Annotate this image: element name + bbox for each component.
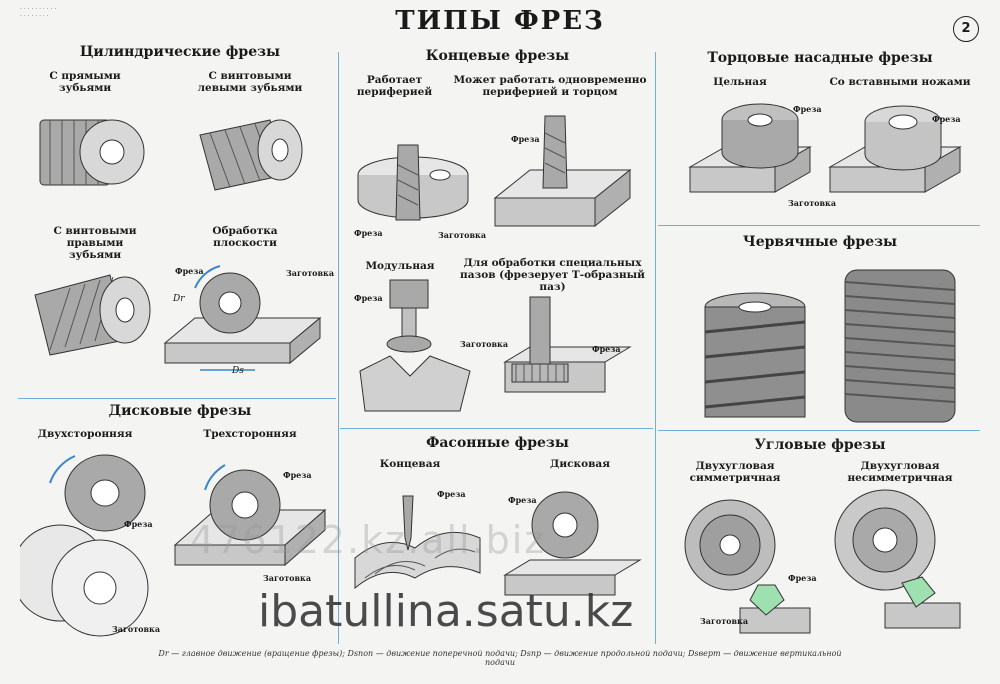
label-triple-sided: Трехсторонняя [203,428,297,440]
triple-sided-disc-illustration [173,464,327,567]
callout-cutter-tslot: Фреза [592,344,621,354]
section-title-worm: Червячные фрезы [742,234,898,250]
callout-cutter-inserted: Фреза [932,114,961,124]
row-divider-right-top [658,225,980,226]
footer-legend: Dr — главное движение (вращение фрезы); … [158,649,842,667]
label-right-helical: С винтовыми правыми зубьями [53,225,137,261]
shaped-end-mill-illustration [354,495,481,590]
watermark-faded: 476122.kz.all.biz [190,518,547,562]
plane-machining-illustration [163,265,322,371]
row-divider-right-bottom [658,430,980,431]
page-number: 2 [953,16,979,42]
section-title-end: Концевые фрезы [425,48,570,64]
worm-hobs-illustration [704,269,956,423]
right-helical-cutter-illustration [34,274,151,356]
header-imprint: · · · · · · · · · ·· · · · · · · · [20,6,57,20]
callout-dr: Dr [173,294,185,304]
callout-cutter-modular: Фреза [354,293,383,303]
section-title-angle: Угловые фрезы [754,437,886,453]
page-title: ТИПЫ ФРЕЗ [395,6,605,36]
column-divider-right [655,52,656,644]
label-modular: Модульная [365,260,435,272]
callout-cutter-triple: Фреза [283,470,312,480]
inserted-blade-face-mill-illustration [828,105,962,193]
callout-cutter-face: Фреза [793,104,822,114]
callout-cutter-shaped: Фреза [437,489,466,499]
section-title-shaped: Фасонные фрезы [426,435,569,451]
callout-cutter-angle: Фреза [788,573,817,583]
callout-ds: Ds [232,366,244,376]
callout-workpiece-face: Заготовка [788,198,837,208]
end-mill-face-illustration [493,115,632,228]
callout-cutter: Фреза [175,266,204,276]
row-divider-middle [340,428,653,429]
label-inserted-blades: Со вставными ножами [829,76,971,88]
straight-tooth-cutter-illustration [39,119,145,186]
callout-cutter-end: Фреза [354,228,383,238]
callout-workpiece-angle: Заготовка [700,616,749,626]
asymmetric-angle-cutter-illustration [834,489,961,629]
row-divider-left [18,398,336,399]
label-double-sided: Двухсторонняя [37,428,133,440]
callout-cutter-end2: Фреза [511,134,540,144]
solid-face-mill-illustration [688,103,812,193]
column-divider-left [338,52,339,644]
callout-workpiece-modular: Заготовка [460,339,509,349]
label-t-slot: Для обработки специальных пазов (фрезеру… [460,257,645,293]
label-periphery: Работает периферией [356,74,433,98]
callout-workpiece-disc: Заготовка [112,624,161,634]
section-title-cylindrical: Цилиндрические фрезы [79,44,281,60]
end-mill-periphery-illustration [357,144,469,221]
callout-workpiece-end: Заготовка [438,230,487,240]
double-sided-disc-illustration [20,454,149,637]
callout-workpiece: Заготовка [286,268,335,278]
label-solid: Цельная [713,76,767,88]
section-title-face: Торцовые насадные фрезы [707,50,933,66]
label-shaped-end: Концевая [379,458,441,470]
left-helical-cutter-illustration [199,119,303,191]
callout-workpiece-triple: Заготовка [263,573,312,583]
watermark-main: ibatullina.satu.kz [258,586,634,637]
shaped-disc-cutter-illustration [503,491,642,596]
callout-cutter-shaped-disc: Фреза [508,495,537,505]
label-symmetric: Двухугловая симметричная [689,460,781,484]
label-periphery-and-face: Может работать одновременно периферией и… [453,74,647,98]
callout-cutter-disc: Фреза [124,519,153,529]
label-asymmetric: Двухугловая несимметричная [847,460,953,484]
label-shaped-disc: Дисковая [550,458,610,470]
label-plane-machining: Обработка плоскости [212,225,278,249]
label-straight-teeth: С прямыми зубьями [49,70,121,94]
label-left-helical: С винтовыми левыми зубьями [197,70,303,94]
symmetric-angle-cutter-illustration [684,499,811,634]
modular-end-mill-illustration [359,279,471,412]
section-title-disc: Дисковые фрезы [108,403,252,419]
t-slot-mill-illustration [503,296,632,393]
